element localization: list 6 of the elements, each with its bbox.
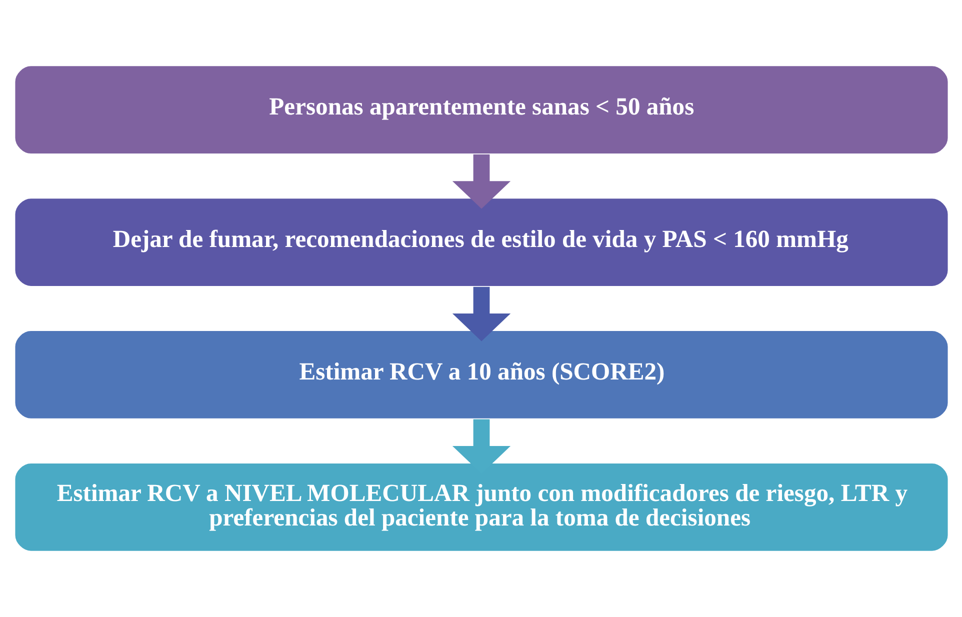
node-box: Dejar de fumar, recomendaciones de estilo de vida y PAS < 160 mmHg	[13, 197, 949, 288]
arrow	[452, 154, 510, 209]
node-box: Personas aparentemente sanas < 50 años	[13, 64, 949, 155]
node-box: Estimar RCV a NIVEL MOLECULAR junto con modificadores de riesgo, LTR y preferencias del paciente para la toma de decisiones	[13, 462, 949, 552]
node-box: Estimar RCV a 10 años (SCORE2)	[13, 330, 949, 420]
arrow	[452, 286, 510, 342]
